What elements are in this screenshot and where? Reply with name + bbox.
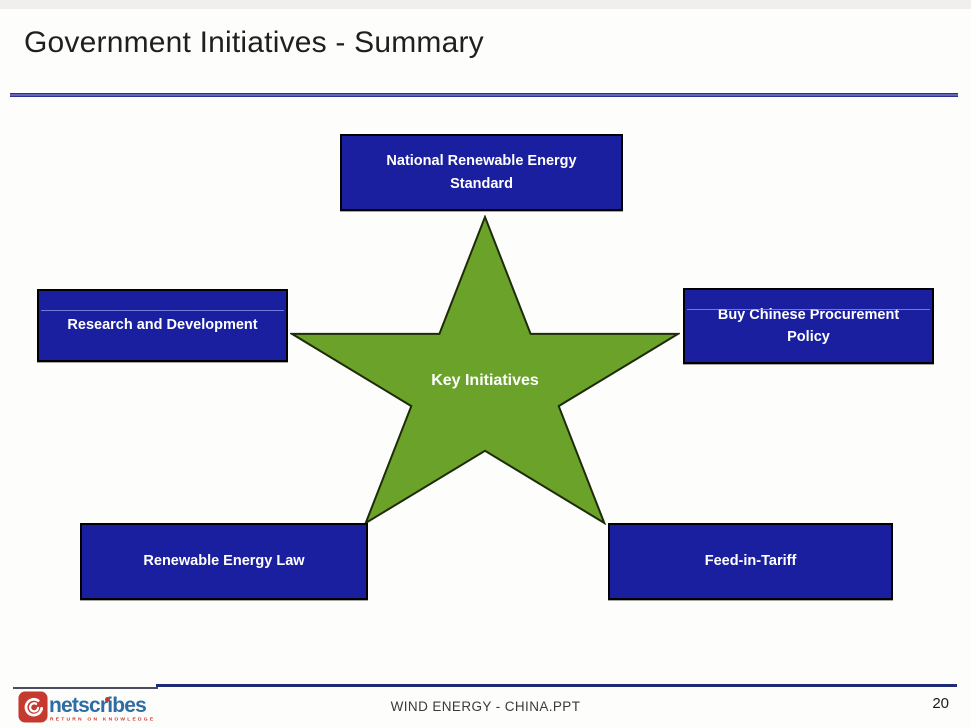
footer-document-name: WIND ENERGY - CHINA.PPT	[390, 699, 581, 714]
netscribes-logo-icon	[18, 691, 48, 723]
star-center-label: Key Initiatives	[431, 372, 539, 389]
netscribes-tagline: RETURN ON KNOWLEDGE	[50, 716, 156, 722]
diagram-box-buy-chinese-procurement-policy: Buy Chinese Procurement Policy	[683, 288, 934, 364]
footer-divider-thin	[13, 687, 158, 689]
key-initiatives-star-shape	[290, 215, 680, 525]
netscribes-wordmark: netscribes	[49, 694, 147, 717]
box-label: Buy Chinese Procurement Policy	[717, 306, 900, 345]
wordmark-i-dot	[105, 697, 110, 702]
star-polygon	[290, 215, 680, 525]
diagram-box-renewable-energy-law: Renewable Energy Law	[80, 523, 368, 600]
box-highlight-seam	[687, 309, 930, 310]
box-label: National Renewable Energy Standard	[386, 153, 577, 192]
slide-top-edge	[0, 0, 971, 9]
box-label: Feed-in-Tariff	[704, 553, 797, 570]
box-label: Research and Development	[67, 317, 258, 334]
page-number: 20	[932, 695, 949, 712]
footer-divider-line	[156, 684, 957, 687]
diagram-box-feed-in-tariff: Feed-in-Tariff	[608, 523, 893, 600]
diagram-box-national-renewable-energy-standard: National Renewable Energy Standard	[340, 134, 623, 211]
box-highlight-seam	[41, 310, 284, 311]
title-divider-line	[10, 93, 958, 97]
diagram-box-research-and-development: Research and Development	[37, 289, 288, 362]
slide-title: Government Initiatives - Summary	[24, 26, 484, 59]
box-label: Renewable Energy Law	[143, 553, 305, 570]
